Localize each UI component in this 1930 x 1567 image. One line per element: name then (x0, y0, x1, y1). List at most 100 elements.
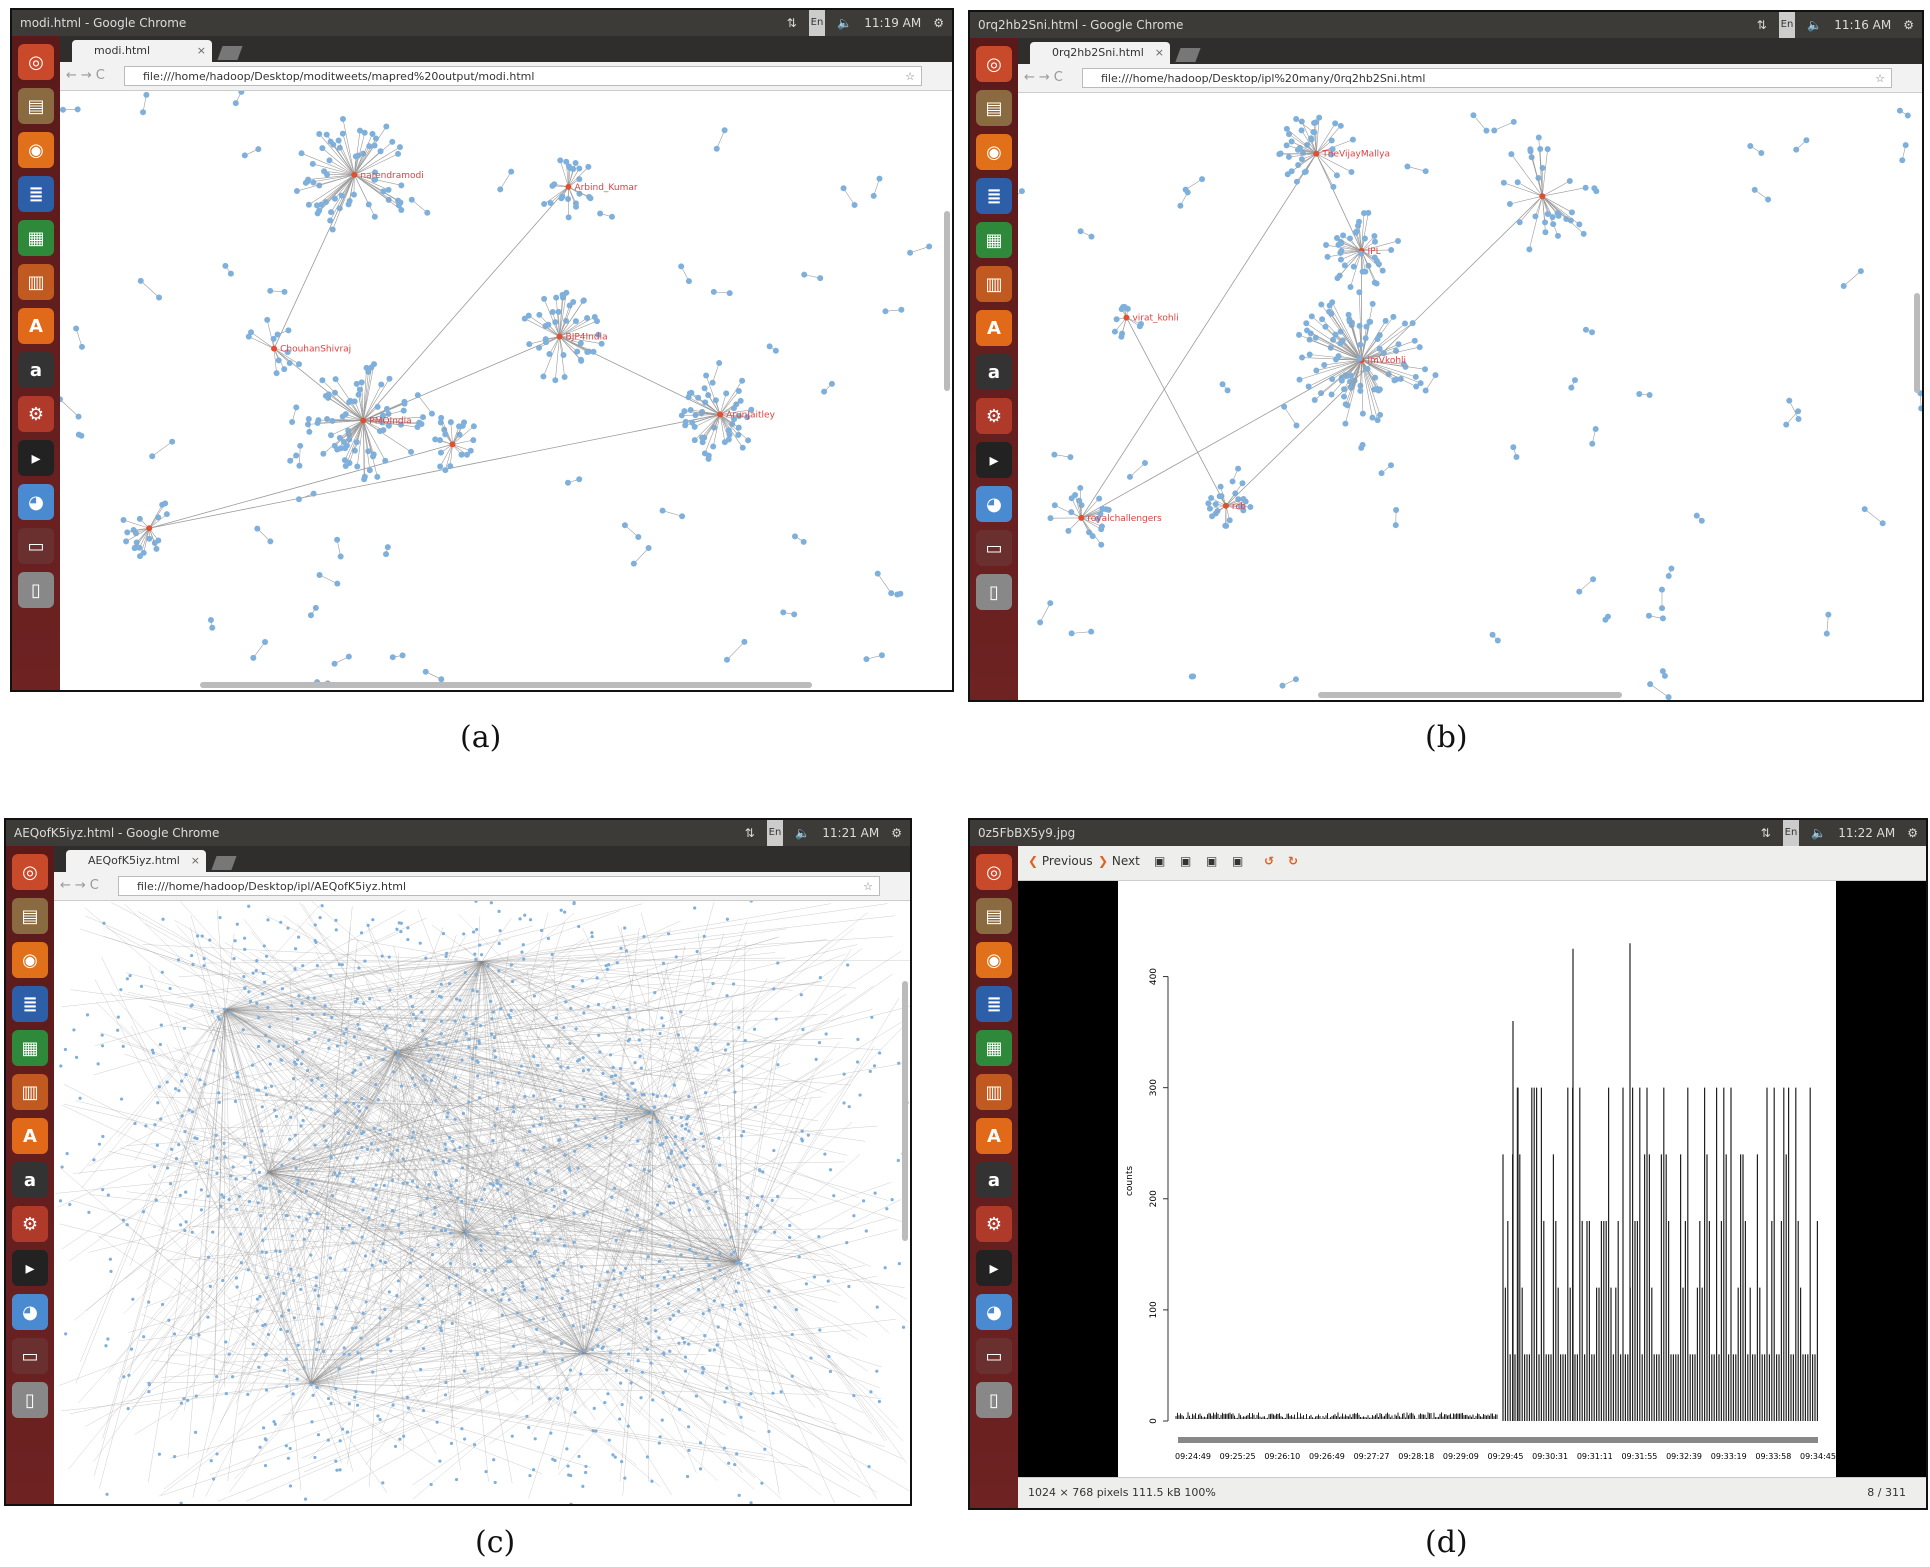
chrome-icon[interactable]: ◕ (976, 486, 1012, 522)
clock[interactable]: 11:22 AM (1838, 826, 1896, 840)
close-icon[interactable]: × (1154, 46, 1164, 59)
calc-icon[interactable]: ▦ (976, 1030, 1012, 1066)
workspace-icon[interactable]: ▭ (976, 530, 1012, 566)
terminal-icon[interactable]: ▸ (18, 440, 54, 476)
writer-icon[interactable]: ≣ (18, 176, 54, 212)
calc-icon[interactable]: ▦ (18, 220, 54, 256)
volume-icon[interactable]: 🔈 (837, 16, 853, 30)
software-center-icon[interactable]: A (976, 1118, 1012, 1154)
files-icon[interactable]: ▤ (976, 90, 1012, 126)
calc-icon[interactable]: ▦ (976, 222, 1012, 258)
clock[interactable]: 11:21 AM (822, 826, 880, 840)
network-icon[interactable]: ⇅ (744, 826, 755, 840)
chrome-icon[interactable]: ◕ (12, 1294, 48, 1330)
trash-icon[interactable]: ▯ (12, 1382, 48, 1418)
star-icon[interactable]: ☆ (1875, 72, 1885, 85)
impress-icon[interactable]: ▥ (976, 1074, 1012, 1110)
settings-icon[interactable]: ⚙ (976, 1206, 1012, 1242)
zoom-in-icon[interactable]: ▣ (1180, 854, 1192, 868)
firefox-icon[interactable]: ◉ (976, 134, 1012, 170)
gear-icon[interactable]: ⚙ (891, 826, 902, 840)
trash-icon[interactable]: ▯ (976, 1382, 1012, 1418)
network-icon[interactable]: ⇅ (1760, 826, 1771, 840)
chrome-icon[interactable]: ◕ (18, 484, 54, 520)
zoom-fit-icon[interactable]: ▣ (1154, 854, 1166, 868)
gear-icon[interactable]: ⚙ (1903, 18, 1914, 32)
new-tab-button[interactable] (1175, 48, 1201, 62)
impress-icon[interactable]: ▥ (12, 1074, 48, 1110)
workspace-icon[interactable]: ▭ (976, 1338, 1012, 1374)
terminal-icon[interactable]: ▸ (976, 442, 1012, 478)
writer-icon[interactable]: ≣ (12, 986, 48, 1022)
files-icon[interactable]: ▤ (18, 88, 54, 124)
software-center-icon[interactable]: A (18, 308, 54, 344)
nav-buttons[interactable]: ←→C (66, 68, 109, 83)
gear-icon[interactable]: ⚙ (933, 16, 944, 30)
star-icon[interactable]: ☆ (863, 880, 873, 893)
ubuntu-icon[interactable]: ◎ (976, 854, 1012, 890)
gear-icon[interactable]: ⚙ (1907, 826, 1918, 840)
vertical-scrollbar[interactable] (944, 211, 950, 391)
files-icon[interactable]: ▤ (976, 898, 1012, 934)
new-tab-button[interactable] (217, 46, 243, 60)
nav-buttons[interactable]: ←→C (1024, 70, 1067, 85)
vertical-scrollbar[interactable] (1914, 293, 1920, 393)
rotate-right-icon[interactable]: ↻ (1288, 854, 1299, 868)
network-icon[interactable]: ⇅ (786, 16, 797, 30)
ubuntu-icon[interactable]: ◎ (12, 854, 48, 890)
firefox-icon[interactable]: ◉ (12, 942, 48, 978)
calc-icon[interactable]: ▦ (12, 1030, 48, 1066)
ubuntu-icon[interactable]: ◎ (18, 44, 54, 80)
url-input[interactable]: file:///home/hadoop/Desktop/moditweets/m… (124, 66, 922, 86)
star-icon[interactable]: ☆ (905, 70, 915, 83)
trash-icon[interactable]: ▯ (976, 574, 1012, 610)
url-input[interactable]: file:///home/hadoop/Desktop/ipl%20many/0… (1082, 68, 1892, 88)
fullscreen-icon[interactable]: ▣ (1232, 854, 1244, 868)
ubuntu-icon[interactable]: ◎ (976, 46, 1012, 82)
clock[interactable]: 11:16 AM (1834, 18, 1892, 32)
writer-icon[interactable]: ≣ (976, 986, 1012, 1022)
settings-icon[interactable]: ⚙ (12, 1206, 48, 1242)
new-tab-button[interactable] (211, 856, 237, 870)
browser-tab[interactable]: modi.html× (72, 40, 212, 62)
workspace-icon[interactable]: ▭ (12, 1338, 48, 1374)
firefox-icon[interactable]: ◉ (976, 942, 1012, 978)
page-viewport[interactable] (54, 901, 910, 1504)
nav-buttons[interactable]: ←→C (60, 878, 103, 893)
firefox-icon[interactable]: ◉ (18, 132, 54, 168)
files-icon[interactable]: ▤ (12, 898, 48, 934)
settings-icon[interactable]: ⚙ (976, 398, 1012, 434)
browser-tab[interactable]: AEQofK5iyz.html× (66, 850, 206, 872)
zoom-out-icon[interactable]: ▣ (1206, 854, 1218, 868)
keyboard-indicator[interactable]: En (808, 10, 826, 36)
horizontal-scrollbar[interactable] (1318, 692, 1622, 698)
rotate-left-icon[interactable]: ↺ (1264, 854, 1275, 868)
software-center-icon[interactable]: A (12, 1118, 48, 1154)
trash-icon[interactable]: ▯ (18, 572, 54, 608)
amazon-icon[interactable]: a (976, 354, 1012, 390)
chrome-icon[interactable]: ◕ (976, 1294, 1012, 1330)
previous-button[interactable]: ❮ Previous (1028, 854, 1093, 868)
settings-icon[interactable]: ⚙ (18, 396, 54, 432)
terminal-icon[interactable]: ▸ (976, 1250, 1012, 1286)
url-input[interactable]: file:///home/hadoop/Desktop/ipl/AEQofK5i… (118, 876, 880, 896)
terminal-icon[interactable]: ▸ (12, 1250, 48, 1286)
browser-tab[interactable]: 0rq2hb2Sni.html× (1030, 42, 1170, 64)
keyboard-indicator[interactable]: En (1778, 12, 1796, 38)
close-icon[interactable]: × (190, 854, 200, 867)
amazon-icon[interactable]: a (976, 1162, 1012, 1198)
software-center-icon[interactable]: A (976, 310, 1012, 346)
workspace-icon[interactable]: ▭ (18, 528, 54, 564)
keyboard-indicator[interactable]: En (1782, 820, 1800, 846)
vertical-scrollbar[interactable] (902, 981, 908, 1241)
network-icon[interactable]: ⇅ (1756, 18, 1767, 32)
impress-icon[interactable]: ▥ (976, 266, 1012, 302)
amazon-icon[interactable]: a (18, 352, 54, 388)
clock[interactable]: 11:19 AM (864, 16, 922, 30)
horizontal-scrollbar[interactable] (200, 682, 812, 688)
next-button[interactable]: ❯ Next (1098, 854, 1140, 868)
volume-icon[interactable]: 🔈 (1807, 18, 1823, 32)
